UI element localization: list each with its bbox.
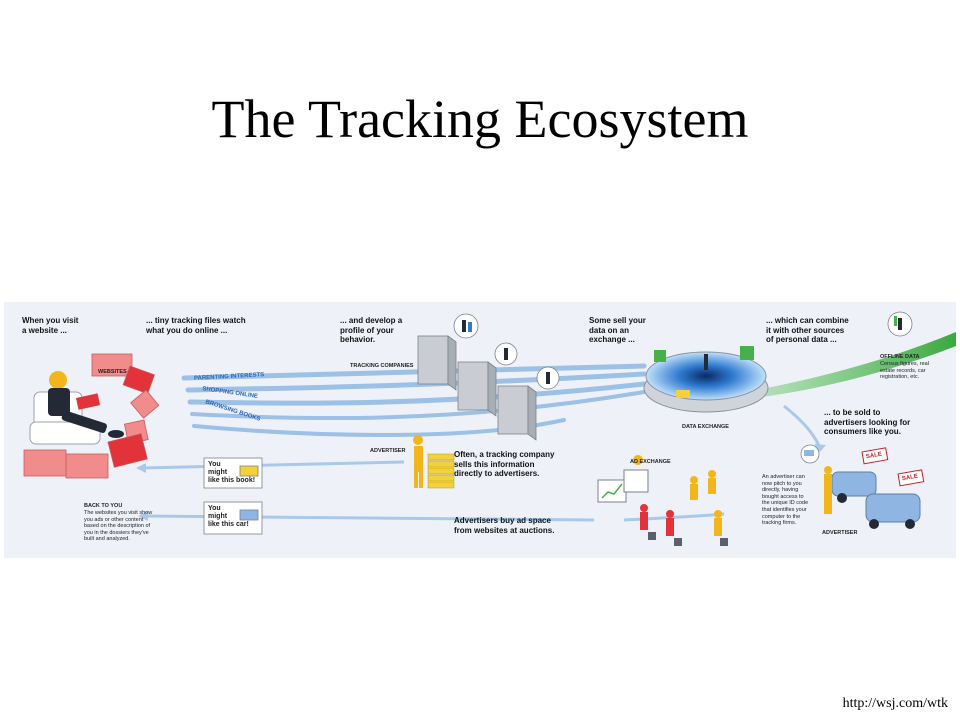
ad-exchange-auction: [597, 455, 728, 546]
tracking-ecosystem-diagram: When you visit a website ... ... tiny tr…: [4, 302, 956, 558]
caption-sell-on-exchange: Some sell your data on an exchange ...: [589, 316, 646, 344]
data-streams: [181, 363, 647, 437]
caption-develop-profile: ... and develop a profile of your behavi…: [340, 316, 403, 344]
source-url[interactable]: http://wsj.com/wtk: [842, 696, 948, 711]
caption-combine-sources: ... which can combine it with other sour…: [766, 316, 849, 344]
caption-visit-website: When you visit a website ...: [22, 316, 79, 335]
offline-data-text: Census figures, real estate records, car…: [880, 361, 929, 381]
advertiser-label-right: ADVERTISER: [822, 530, 858, 536]
diagram-artwork: [4, 302, 956, 558]
websites-label: WEBSITES: [98, 369, 127, 375]
ad-boxes: [203, 457, 263, 535]
user-in-armchair: [29, 371, 124, 445]
data-exchange-label: DATA EXCHANGE: [682, 424, 729, 430]
caption-tiny-tracking-files: ... tiny tracking files watch what you d…: [146, 316, 246, 335]
caption-sold-directly: Often, a tracking company sells this inf…: [454, 450, 555, 478]
ad-car-text: You might like this car!: [208, 505, 249, 528]
ad-book-text: You might like this book!: [208, 461, 256, 484]
caption-sold-to-advertisers: ... to be sold to advertisers looking fo…: [824, 408, 911, 436]
caption-ad-auctions: Advertisers buy ad space from websites a…: [454, 516, 555, 535]
advertiser-pitch-text: An advertiser can now pitch to you direc…: [762, 474, 809, 527]
ad-exchange-label: AD EXCHANGE: [630, 459, 671, 465]
advertiser-label-middle: ADVERTISER: [370, 448, 406, 454]
slide-title: The Tracking Ecosystem: [211, 89, 749, 149]
data-exchange-vortex: [643, 346, 769, 413]
back-to-you-text: The websites you visit show you ads or o…: [84, 510, 153, 543]
advertiser-with-books: [413, 435, 455, 489]
website-panels: [23, 353, 160, 479]
tracking-company-servers: [417, 335, 537, 441]
offline-data-heading: OFFLINE DATA: [880, 354, 920, 360]
arrow-heads: [136, 444, 826, 521]
tracking-companies-label: TRACKING COMPANIES: [350, 363, 414, 369]
person-icons: [462, 316, 902, 384]
advertiser-and-cars: [804, 447, 925, 529]
back-to-you-heading: BACK TO YOU: [84, 503, 123, 509]
